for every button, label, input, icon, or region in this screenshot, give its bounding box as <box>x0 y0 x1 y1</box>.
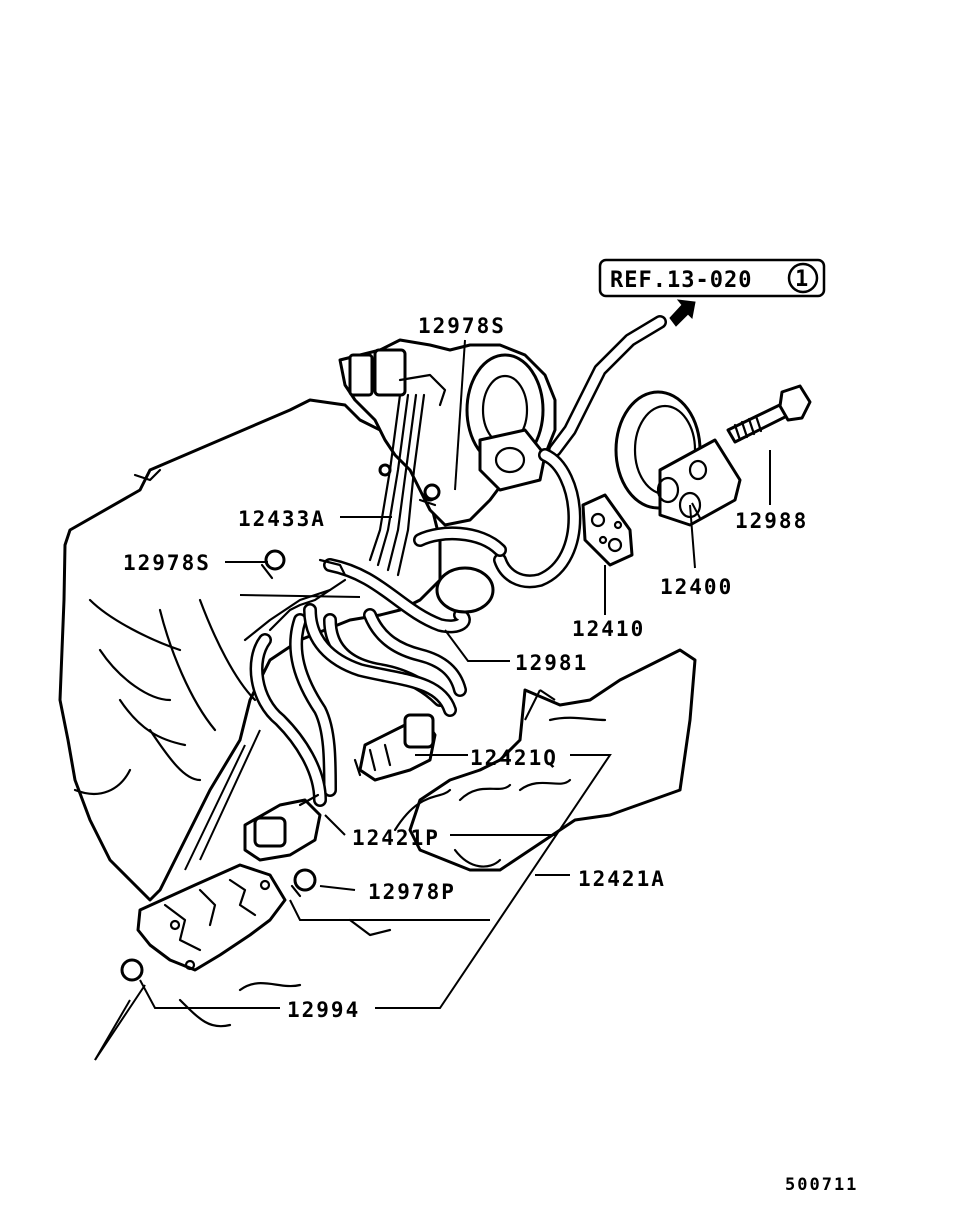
label-12978P[interactable]: 12978P <box>368 880 456 904</box>
bolt-12988 <box>726 384 812 444</box>
label-12421A[interactable]: 12421A <box>578 867 666 891</box>
hoses <box>249 315 667 807</box>
label-12400[interactable]: 12400 <box>660 575 733 599</box>
reference-arrow <box>669 299 696 327</box>
throttle-body <box>338 338 557 527</box>
label-12978S-top[interactable]: 12978S <box>418 314 506 338</box>
egr-gasket <box>581 493 634 567</box>
diagram-code: 500711 <box>785 1175 858 1195</box>
solenoid-12421Q <box>353 713 437 782</box>
label-12994[interactable]: 12994 <box>287 998 360 1022</box>
vacuum-pipe-assembly <box>243 393 495 642</box>
label-12421P[interactable]: 12421P <box>352 826 440 850</box>
label-12978S-left[interactable]: 12978S <box>123 551 211 575</box>
solenoid-12421P <box>243 793 322 862</box>
cylinder-head <box>178 648 697 1028</box>
bracket-12421A <box>136 863 287 972</box>
label-12981[interactable]: 12981 <box>515 651 588 675</box>
nut-12994 <box>120 958 144 982</box>
egr-valve <box>614 390 742 527</box>
reference-box[interactable]: REF.13-020 1 <box>598 258 826 298</box>
bolt-12978P <box>290 868 317 898</box>
label-12988[interactable]: 12988 <box>735 509 808 533</box>
label-12421Q[interactable]: 12421Q <box>470 746 558 770</box>
label-12433A[interactable]: 12433A <box>238 507 326 531</box>
label-12410[interactable]: 12410 <box>572 617 645 641</box>
bolt-12978S-top <box>423 483 441 501</box>
reference-circle-number: 1 <box>795 267 809 292</box>
bolt-12978S-left <box>260 549 286 580</box>
leader-lines <box>94 339 771 1061</box>
reference-text: REF.13-020 <box>610 268 752 293</box>
